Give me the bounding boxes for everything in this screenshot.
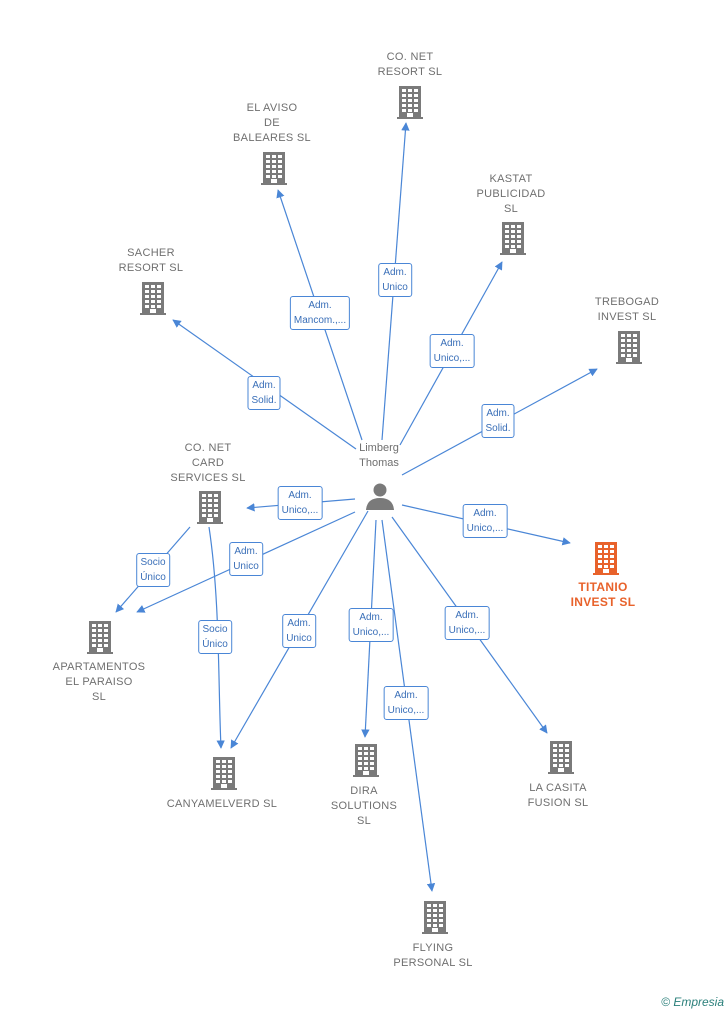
company-label[interactable]: LA CASITA FUSION SL bbox=[527, 782, 589, 809]
edge-label[interactable]: Socio Único bbox=[198, 620, 232, 654]
company-label[interactable]: SACHER RESORT SL bbox=[118, 247, 184, 274]
person-icon[interactable] bbox=[366, 483, 394, 511]
company-label[interactable]: FLYING PERSONAL SL bbox=[393, 942, 473, 969]
edge-label[interactable]: Adm. Unico bbox=[378, 263, 412, 297]
copyright-icon: © bbox=[661, 995, 670, 1009]
brand-logo: © Empresia bbox=[661, 995, 724, 1009]
edge-label[interactable]: Adm. Unico,... bbox=[429, 334, 475, 368]
building-icon[interactable] bbox=[422, 901, 448, 934]
edge-label[interactable]: Adm. Unico bbox=[282, 614, 316, 648]
building-icon[interactable] bbox=[197, 491, 223, 524]
edge-label[interactable]: Adm. Unico,... bbox=[348, 608, 394, 642]
company-label[interactable]: CO. NET CARD SERVICES SL bbox=[170, 442, 246, 484]
edge-label[interactable]: Socio Único bbox=[136, 553, 170, 587]
edge-label[interactable]: Adm. Unico bbox=[229, 542, 263, 576]
person-name[interactable]: Limberg Thomas bbox=[359, 442, 399, 469]
building-icon[interactable] bbox=[261, 152, 287, 185]
edge-label[interactable]: Adm. Unico,... bbox=[462, 504, 508, 538]
edge-label[interactable]: Adm. Unico,... bbox=[277, 486, 323, 520]
building-icon[interactable] bbox=[87, 621, 113, 654]
company-label[interactable]: TITANIO INVEST SL bbox=[570, 580, 636, 609]
building-icon[interactable] bbox=[140, 282, 166, 315]
building-icon[interactable] bbox=[500, 222, 526, 255]
company-label[interactable]: CO. NET RESORT SL bbox=[377, 51, 443, 78]
company-label[interactable]: DIRA SOLUTIONS SL bbox=[330, 785, 398, 827]
building-icon[interactable] bbox=[616, 331, 642, 364]
company-label[interactable]: APARTAMENTOS EL PARAISO SL bbox=[52, 661, 146, 703]
edge-label[interactable]: Adm. Unico,... bbox=[444, 606, 490, 640]
company-label[interactable]: CANYAMELVERD SL bbox=[166, 798, 278, 810]
company-label[interactable]: EL AVISO DE BALEARES SL bbox=[233, 102, 311, 144]
edge-label[interactable]: Adm. Mancom.,... bbox=[289, 296, 351, 330]
brand-name: Empresia bbox=[673, 995, 724, 1009]
building-icon[interactable] bbox=[211, 757, 237, 790]
building-icon[interactable] bbox=[593, 542, 619, 575]
company-label[interactable]: KASTAT PUBLICIDAD SL bbox=[476, 173, 546, 215]
edge-label[interactable]: Adm. Unico,... bbox=[383, 686, 429, 720]
building-icon[interactable] bbox=[548, 741, 574, 774]
building-icon[interactable] bbox=[397, 86, 423, 119]
company-label[interactable]: TREBOGAD INVEST SL bbox=[594, 296, 660, 323]
edge-label[interactable]: Adm. Solid. bbox=[247, 376, 281, 410]
edge-label[interactable]: Adm. Solid. bbox=[481, 404, 515, 438]
building-icon[interactable] bbox=[353, 744, 379, 777]
